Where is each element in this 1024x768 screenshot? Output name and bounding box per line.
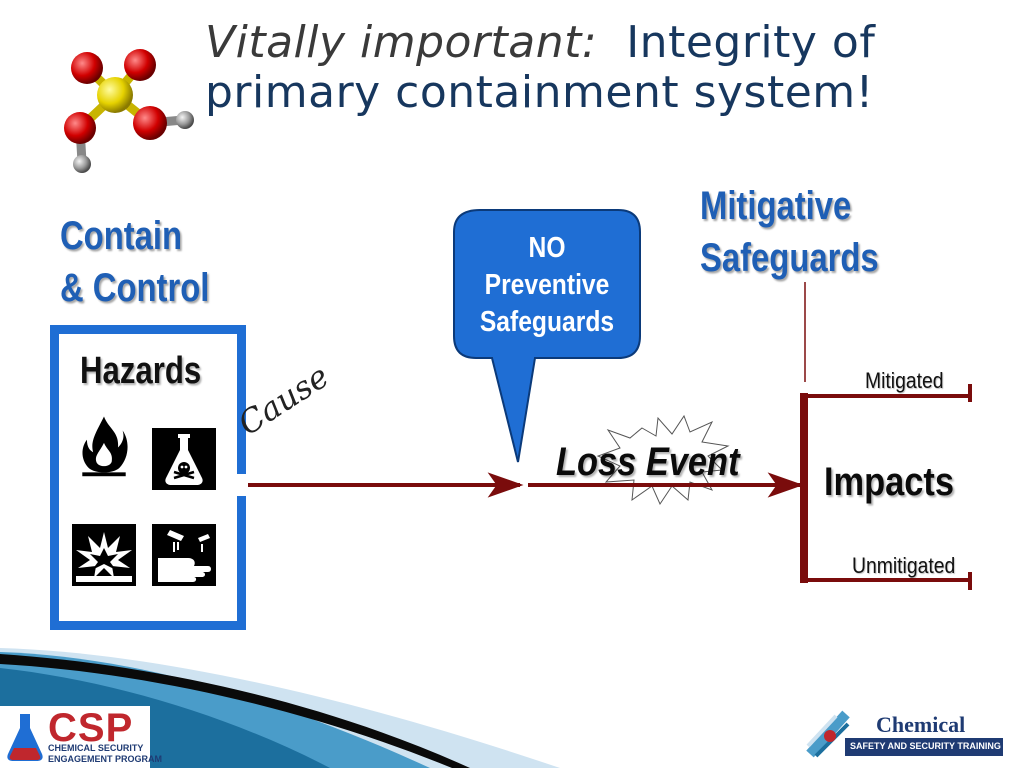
callout-line1: NO xyxy=(528,232,566,264)
callout-line3: Safeguards xyxy=(479,306,615,338)
flammable-icon xyxy=(82,416,128,477)
unmitigated-label: Unmitigated xyxy=(852,553,956,578)
impacts-bracket-bar xyxy=(800,393,808,583)
containment-breach-gap xyxy=(235,474,247,496)
chemical-training-bar xyxy=(845,738,1003,756)
toxic-icon xyxy=(152,428,216,490)
chemical-word: Chemical xyxy=(876,712,966,737)
contain-control-heading: Contain & Control xyxy=(60,210,209,314)
loss-event-starburst xyxy=(596,414,730,506)
callout-bubble xyxy=(453,209,641,463)
csp-subtitle: CHEMICAL SECURITY ENGAGEMENT PROGRAM xyxy=(48,743,162,765)
contain-line1: Contain xyxy=(60,214,183,258)
title-line2: primary containment system! xyxy=(205,67,874,118)
chemical-training-text: SAFETY AND SECURITY TRAINING xyxy=(850,741,1001,751)
footer-swoosh-dark xyxy=(0,654,470,768)
title-lead: Vitally important: xyxy=(205,17,598,68)
mitigative-line2: Safeguards xyxy=(700,236,879,280)
csp-flask-icon xyxy=(7,714,43,761)
molecule-icon xyxy=(64,49,194,173)
mitigative-line1: Mitigative xyxy=(700,184,852,228)
title-rest: Integrity of xyxy=(626,17,876,68)
impacts-label: Impacts xyxy=(824,460,955,504)
hazards-label: Hazards xyxy=(80,350,202,392)
csp-sub-line1: CHEMICAL SECURITY xyxy=(48,743,144,753)
contain-line2: & Control xyxy=(60,266,210,310)
mitigated-label: Mitigated xyxy=(865,368,944,393)
corrosive-icon xyxy=(152,524,216,586)
callout-line2: Preventive xyxy=(484,269,610,301)
explosive-icon xyxy=(72,524,136,586)
csp-name: CSP xyxy=(48,706,134,750)
chemical-training-emblem-icon xyxy=(806,710,850,758)
slide-title: Vitally important: Integrity of primary … xyxy=(205,18,1005,118)
loss-event-label: Loss Event xyxy=(556,440,740,484)
csp-sub-line2: ENGAGEMENT PROGRAM xyxy=(48,754,163,764)
no-preventive-safeguards-callout: NO Preventive Safeguards xyxy=(471,230,622,341)
mitigative-safeguards-heading: Mitigative Safeguards xyxy=(700,180,879,284)
